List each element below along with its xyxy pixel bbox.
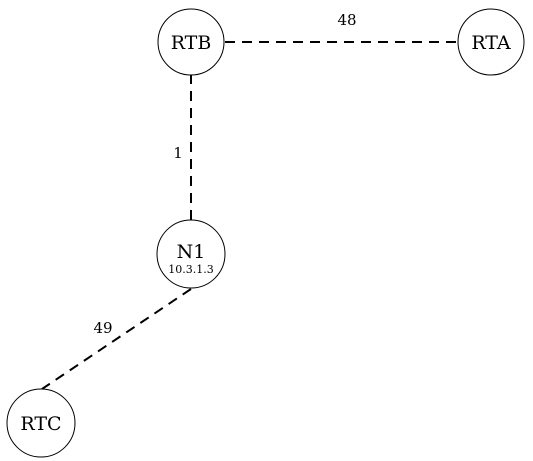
node-n1-circle (156, 219, 226, 289)
node-n1-ip-address: 10.3.1.3 (168, 263, 213, 276)
edge-label-rtb-n1: 1 (173, 144, 183, 162)
node-rtc: RTC (6, 388, 76, 458)
node-n1-label: N1 (177, 241, 206, 263)
edge-n1-rtc (41, 288, 192, 390)
edge-label-n1-rtc: 49 (93, 319, 112, 337)
node-rtc-circle (6, 388, 76, 458)
node-rta: RTA (457, 8, 525, 76)
node-rta-circle (457, 8, 525, 76)
node-n1: N1 10.3.1.3 (156, 219, 226, 289)
node-rtc-label: RTC (20, 413, 61, 435)
node-rtb: RTB (157, 8, 225, 76)
node-rtb-label: RTB (171, 32, 212, 54)
node-rta-label: RTA (471, 32, 511, 54)
edge-label-rtb-rta: 48 (337, 11, 356, 29)
node-rtb-circle (157, 8, 225, 76)
